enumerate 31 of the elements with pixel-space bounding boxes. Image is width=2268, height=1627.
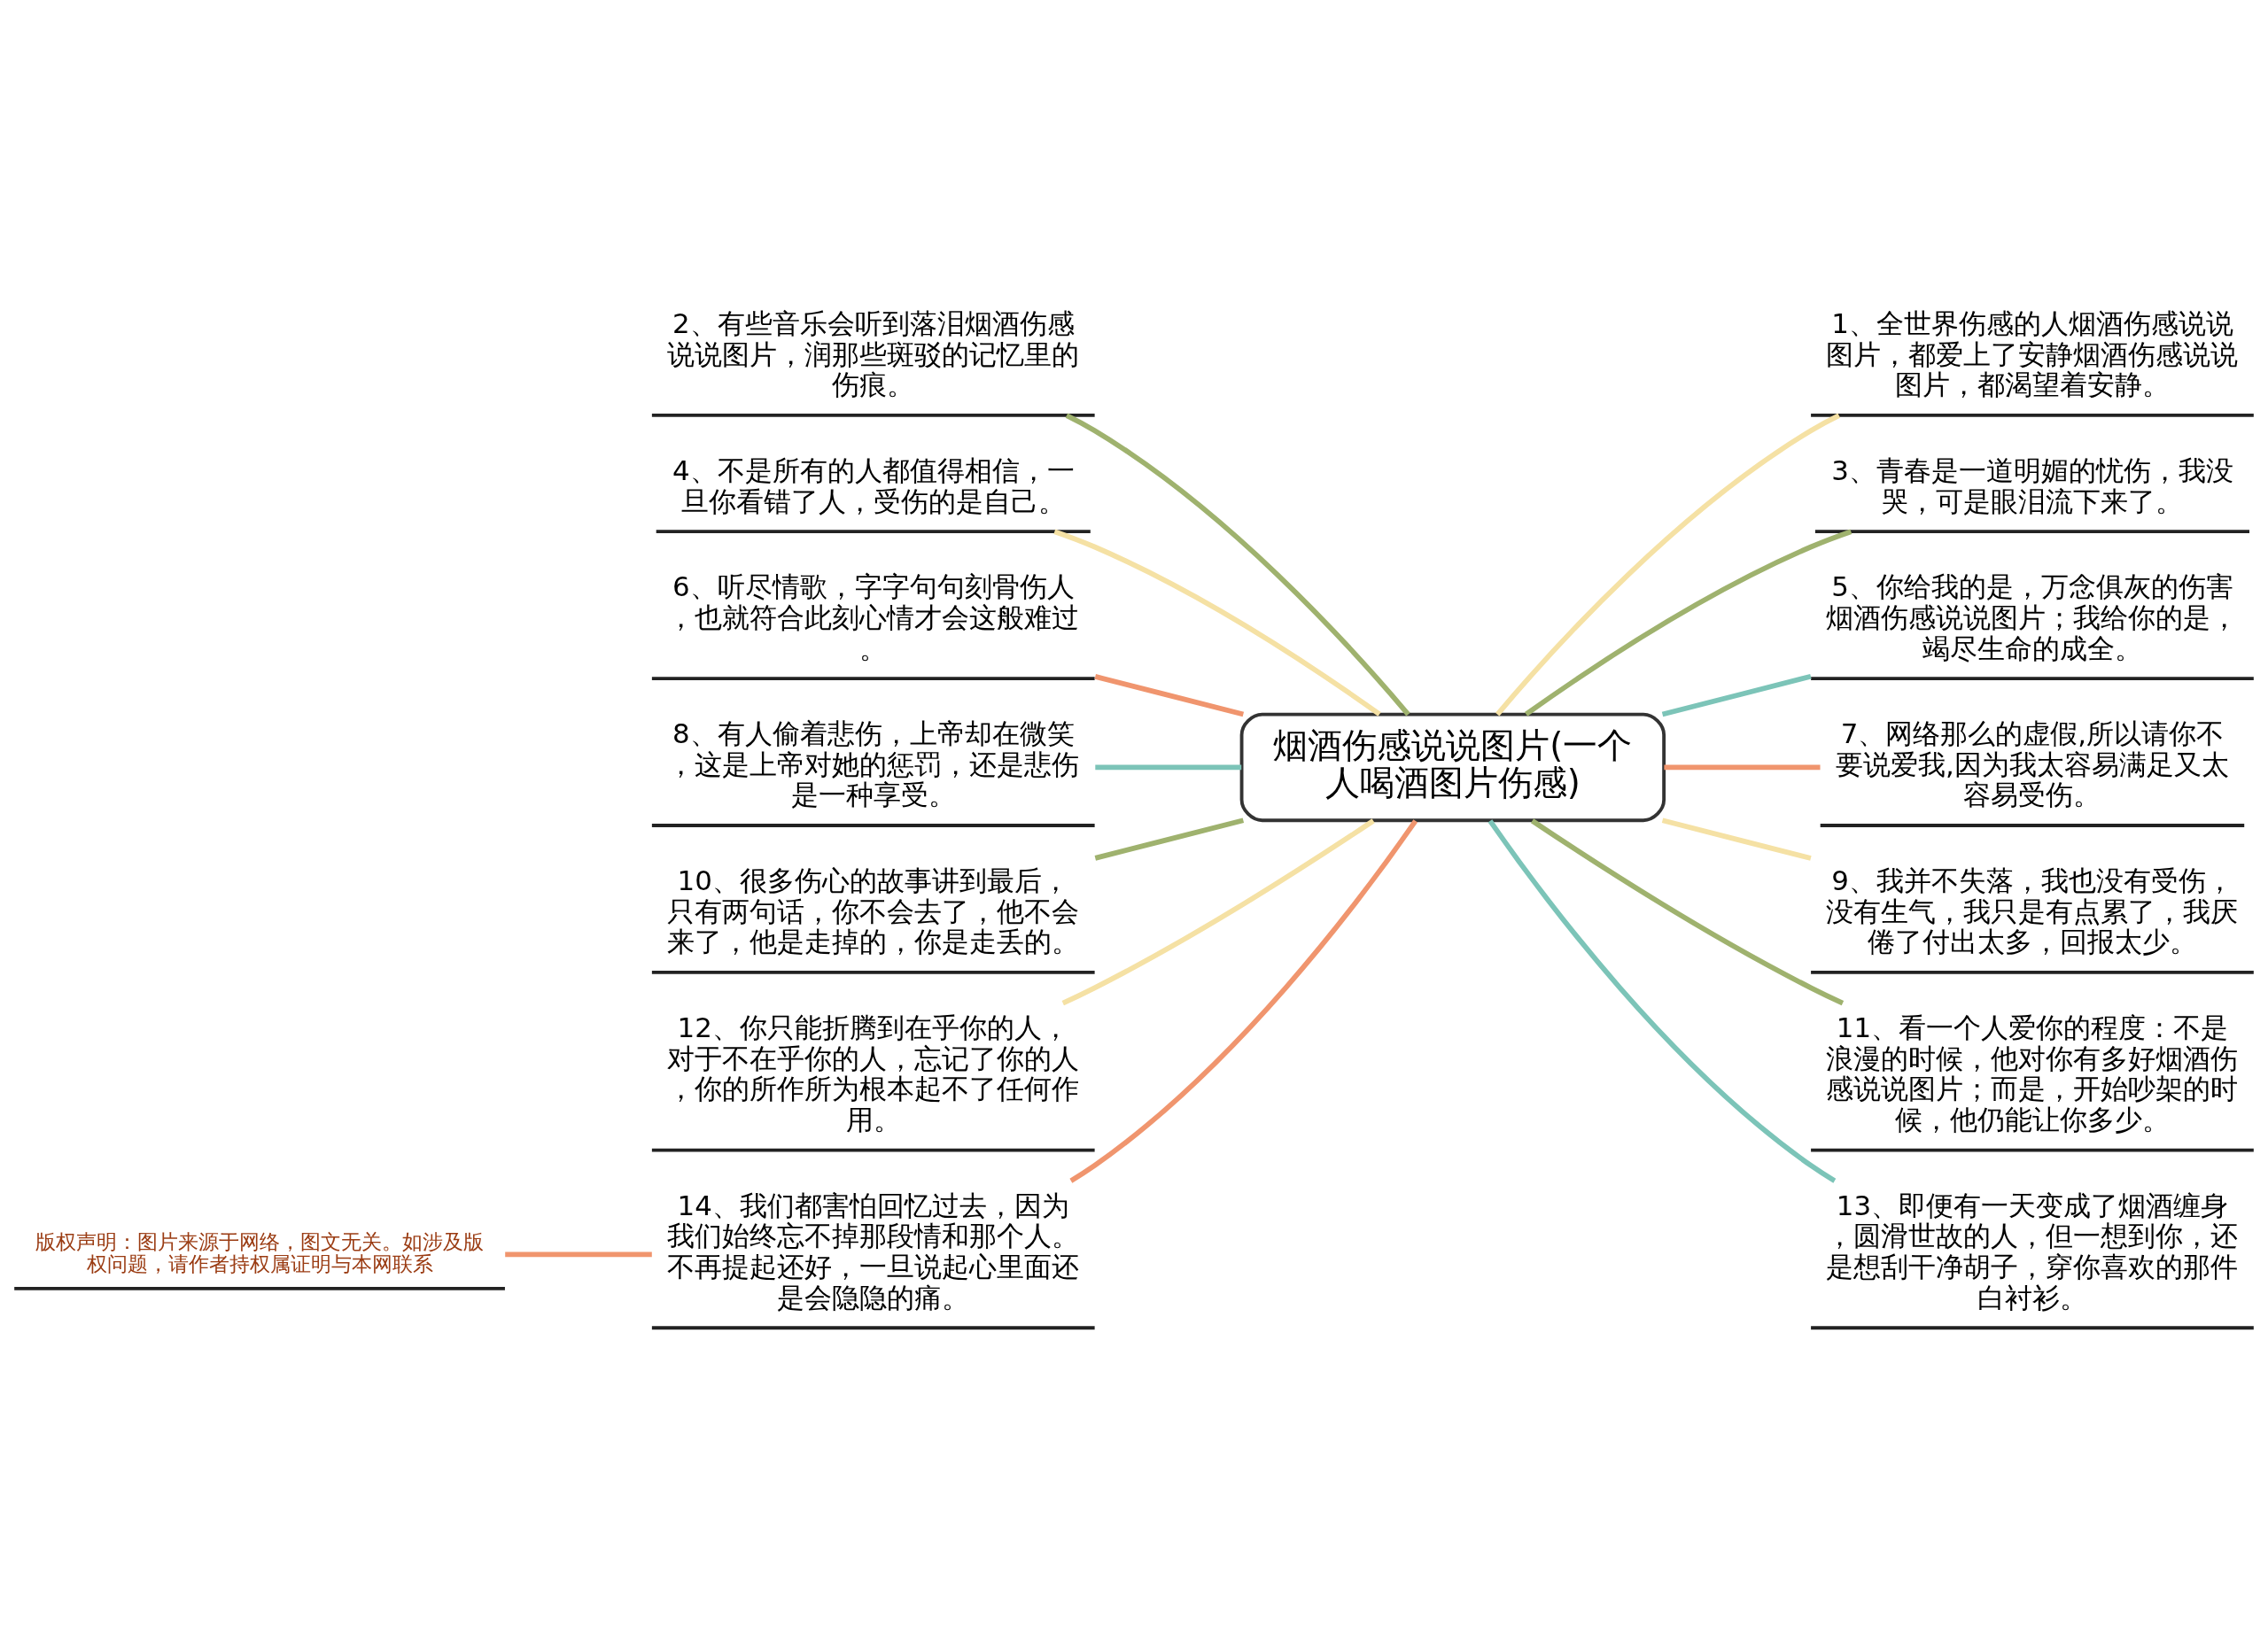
connector	[1061, 818, 1375, 1006]
node-text: 12、你只能折腾到在乎你的人，对于不在乎你的人，忘记了你的人，你的所作所为根本起不了任何作用。	[667, 1011, 1080, 1136]
connector	[1069, 819, 1418, 1183]
node-text: 8、有人偷着悲伤，上帝却在微笑，这是上帝对她的惩罚，还是悲伤是一种享受。	[667, 717, 1080, 811]
node-text: 14、我们都害怕回忆过去，因为我们始终忘不掉那段情和那个人。不再提起还好，一旦说起心里面还是会隐隐的痛。	[667, 1189, 1080, 1313]
connector	[1094, 674, 1245, 717]
connector	[1661, 817, 1812, 861]
node-text: 5、你给我的是，万念俱灰的伤害烟酒伤感说说图片；我给你的是，竭尽生命的成全。	[1826, 570, 2239, 664]
connector	[1495, 413, 1841, 717]
connector	[1530, 818, 1845, 1006]
node-text: 2、有些音乐会听到落泪烟酒伤感说说图片，润那些斑驳的记忆里的伤痕。	[667, 306, 1080, 401]
node-box: 烟酒伤感说说图片(一个人喝酒图片伤感)	[1239, 712, 1666, 823]
node-text: 1、全世界伤感的人烟酒伤感说说图片，都爱上了安静烟酒伤感说说图片，都渴望着安静。	[1826, 306, 2239, 401]
node-text: 3、青春是一道明媚的忧伤，我没哭，可是眼泪流下来了。	[1831, 453, 2233, 517]
connector	[1487, 819, 1837, 1183]
node-text: 版权声明：图片来源于网络，图文无关。如涉及版权问题，请作者持权属证明与本网联系	[35, 1229, 485, 1275]
node-text: 13、即便有一天变成了烟酒缠身，圆滑世故的人，但一想到你，还是想刮干净胡子，穿你喜欢的那件白衬衫。	[1826, 1189, 2239, 1313]
node-text: 10、很多伤心的故事讲到最后，只有两句话，你不会去了，他不会来了，他是走掉的，你是走丢的。	[667, 864, 1080, 958]
connector	[505, 1251, 652, 1258]
connector	[1661, 674, 1812, 717]
connector	[1664, 764, 1821, 771]
connector	[1053, 529, 1381, 717]
node-text: 7、网络那么的虚假,所以请你不要说爱我,因为我太容易满足又太容易受伤。	[1836, 717, 2229, 811]
node-text: 4、不是所有的人都值得相信，一旦你看错了人，受伤的是自己。	[672, 453, 1075, 517]
connector	[1524, 529, 1852, 717]
node-text: 9、我并不失落，我也没有受伤，没有生气，我只是有点累了，我厌倦了付出太多，回报太少。	[1826, 864, 2239, 958]
connector	[1095, 764, 1242, 771]
connector	[1065, 413, 1410, 717]
node-text: 11、看一个人爱你的程度：不是浪漫的时候，他对你有多好烟酒伤感说说图片；而是，开始吵架的时候，他仍能让你多少。	[1826, 1011, 2239, 1136]
node-text: 6、听尽情歌，字字句句刻骨伤人，也就符合此刻心情才会这般难过。	[667, 570, 1080, 664]
connector	[1094, 817, 1245, 861]
